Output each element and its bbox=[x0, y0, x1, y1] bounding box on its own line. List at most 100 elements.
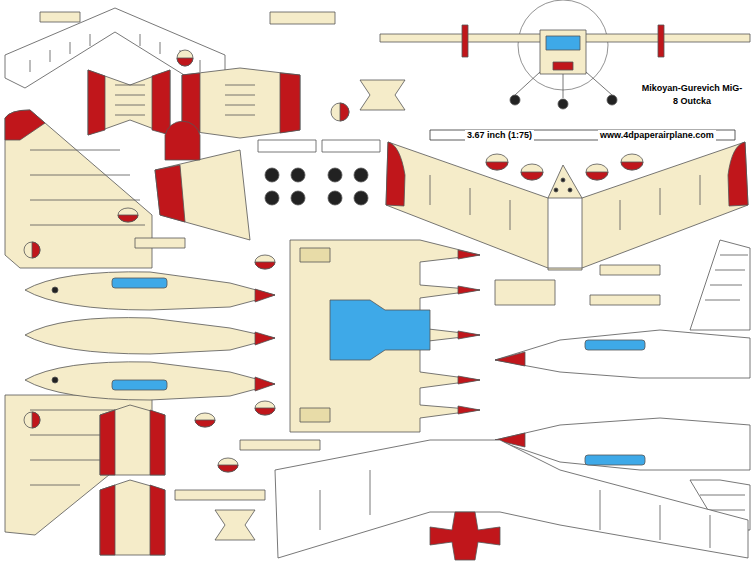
model-part bbox=[255, 262, 275, 269]
model-part bbox=[112, 380, 167, 390]
model-part bbox=[118, 208, 138, 222]
model-part bbox=[621, 154, 643, 170]
model-part bbox=[218, 465, 238, 472]
model-part bbox=[322, 140, 380, 152]
model-part bbox=[458, 250, 480, 414]
model-part bbox=[5, 110, 45, 140]
model-part bbox=[100, 480, 165, 555]
model-part bbox=[328, 191, 342, 205]
model-part bbox=[255, 255, 275, 269]
model-part bbox=[558, 99, 568, 109]
model-part bbox=[430, 512, 500, 560]
model-part bbox=[458, 286, 480, 294]
model-part bbox=[88, 70, 170, 135]
model-part bbox=[182, 73, 300, 133]
model-part bbox=[354, 191, 368, 205]
scale-label: www.4dpaperairplane.com bbox=[598, 130, 716, 141]
model-part bbox=[546, 36, 580, 50]
model-part bbox=[521, 172, 543, 180]
model-part bbox=[486, 162, 508, 170]
model-part bbox=[5, 110, 152, 268]
model-part bbox=[430, 175, 700, 230]
model-part bbox=[430, 130, 735, 140]
model-part bbox=[621, 162, 643, 170]
model-part bbox=[521, 164, 543, 180]
model-part bbox=[24, 208, 275, 472]
model-part bbox=[561, 178, 565, 182]
model-part bbox=[330, 300, 430, 360]
model-part bbox=[177, 58, 193, 66]
model-part bbox=[462, 25, 468, 57]
model-part bbox=[255, 332, 275, 345]
model-part bbox=[255, 289, 275, 302]
model-part bbox=[25, 318, 275, 354]
model-part bbox=[88, 70, 170, 135]
model-part bbox=[25, 362, 275, 400]
model-part bbox=[135, 238, 185, 248]
model-part bbox=[24, 412, 40, 428]
model-part bbox=[25, 272, 275, 310]
model-part bbox=[548, 165, 582, 198]
model-part bbox=[32, 412, 40, 428]
model-part bbox=[24, 242, 40, 258]
model-part bbox=[25, 272, 275, 400]
model-part bbox=[155, 150, 250, 240]
model-part bbox=[458, 331, 480, 339]
model-part bbox=[458, 250, 480, 259]
model-part bbox=[354, 168, 368, 182]
model-part bbox=[165, 121, 200, 160]
model-part bbox=[495, 352, 525, 366]
model-part bbox=[291, 168, 305, 182]
model-part bbox=[155, 165, 185, 222]
model-part bbox=[291, 191, 305, 205]
model-part bbox=[225, 85, 255, 115]
model-part bbox=[255, 401, 275, 415]
model-part bbox=[554, 188, 558, 192]
model-part bbox=[177, 50, 193, 66]
model-part bbox=[600, 265, 660, 275]
model-part bbox=[195, 420, 215, 427]
model-part bbox=[52, 377, 58, 383]
model-part bbox=[486, 154, 508, 170]
model-part bbox=[100, 485, 165, 555]
model-part bbox=[255, 377, 275, 391]
model-part bbox=[458, 376, 480, 384]
model-part bbox=[265, 168, 368, 205]
model-part bbox=[270, 12, 335, 24]
model-part bbox=[700, 255, 748, 510]
model-part bbox=[585, 340, 645, 350]
model-part bbox=[100, 405, 165, 475]
model-part bbox=[175, 490, 265, 500]
model-part bbox=[290, 240, 480, 432]
model-part bbox=[607, 95, 617, 105]
model-part bbox=[240, 440, 320, 450]
model-part bbox=[328, 168, 342, 182]
model-part bbox=[30, 34, 200, 72]
model-part bbox=[115, 85, 145, 115]
model-part bbox=[510, 95, 520, 105]
model-part bbox=[218, 458, 238, 472]
model-part bbox=[590, 295, 660, 305]
model-part bbox=[182, 68, 300, 138]
model-title: Mikoyan-Gurevich MiG-8 Outcka bbox=[640, 82, 744, 108]
model-part bbox=[5, 0, 750, 560]
model-part bbox=[585, 455, 645, 465]
model-part bbox=[495, 280, 555, 305]
model-part bbox=[300, 248, 330, 262]
model-part bbox=[486, 154, 643, 180]
model-part bbox=[331, 103, 349, 121]
model-part bbox=[118, 215, 138, 222]
model-part bbox=[586, 164, 608, 180]
model-part bbox=[320, 470, 710, 548]
scale-label: 3.67 inch (1:75) bbox=[465, 130, 534, 141]
model-part bbox=[540, 30, 586, 74]
model-part bbox=[195, 413, 215, 427]
model-part bbox=[100, 410, 165, 475]
model-part bbox=[586, 172, 608, 180]
model-part bbox=[386, 142, 748, 206]
model-part bbox=[690, 240, 750, 530]
model-part bbox=[458, 406, 480, 414]
model-part bbox=[300, 408, 330, 422]
model-part bbox=[40, 12, 80, 22]
